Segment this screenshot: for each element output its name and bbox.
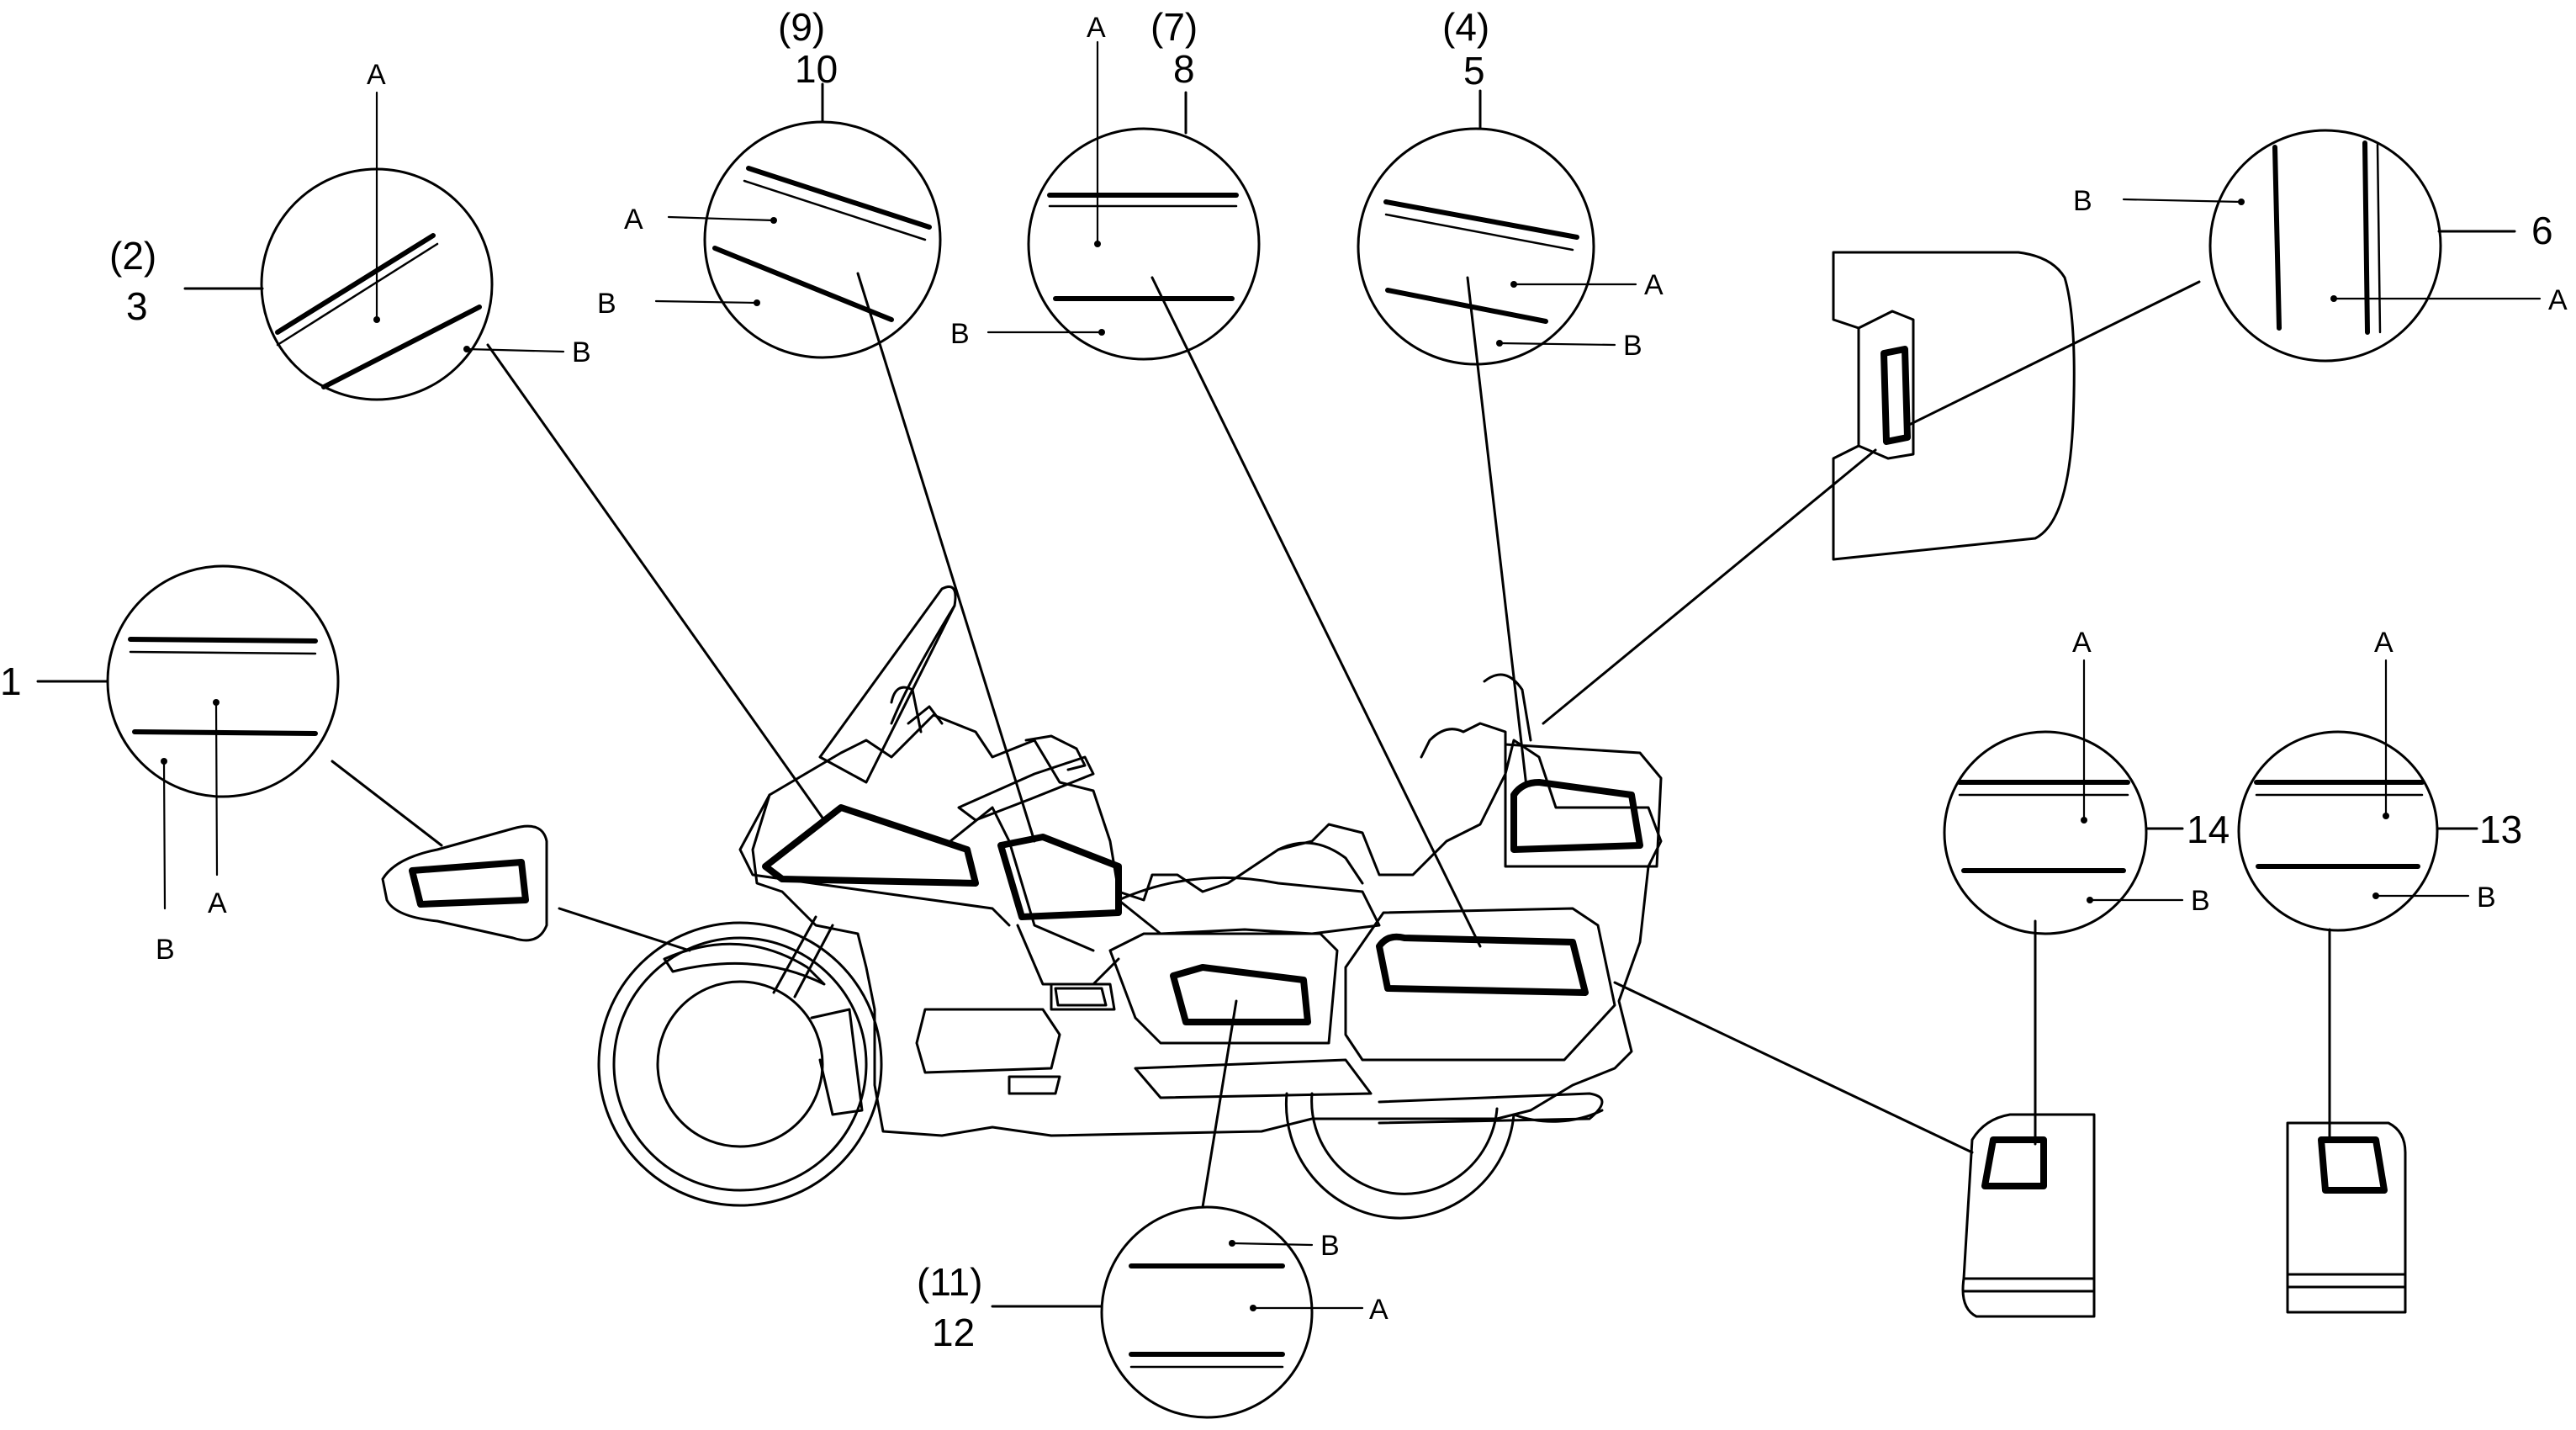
- callout-3-number: 3: [126, 284, 148, 328]
- callout-12-number-paren: (11): [917, 1260, 982, 1304]
- callout-3-label-a: A: [367, 59, 386, 91]
- callout-10-number: 10: [795, 47, 838, 91]
- callout-10-label-a: A: [624, 204, 643, 236]
- callout-14: A B 14: [1943, 627, 2230, 935]
- callout-5: A B (4) 5: [1357, 5, 1664, 366]
- decal-trunk: [1510, 779, 1643, 853]
- callout-13-label-b: B: [2477, 882, 2496, 914]
- callout-8-number-paren: (7): [1150, 5, 1198, 49]
- callout-1-label-a: A: [208, 887, 227, 919]
- callout-10-number-paren: (9): [778, 5, 825, 49]
- callout-12-number: 12: [932, 1311, 975, 1354]
- callout-8-label-b: B: [950, 318, 970, 350]
- decal-fairing-side: [997, 834, 1122, 920]
- callout-14-number: 14: [2187, 808, 2230, 851]
- callout-10-label-b: B: [597, 288, 616, 320]
- callout-14-label-b: B: [2191, 885, 2210, 917]
- callout-6-label-a: A: [2548, 284, 2568, 316]
- callout-5-number: 5: [1463, 49, 1485, 93]
- callout-6-number: 6: [2531, 209, 2553, 252]
- trunk-part: [1832, 251, 2076, 561]
- callout-5-number-paren: (4): [1442, 5, 1489, 49]
- callout-1: 1 A B: [0, 564, 340, 966]
- decal-fairing-front: [762, 804, 979, 887]
- saddlebag-lid-left: [1961, 1113, 2096, 1318]
- front-fender-part: [381, 824, 548, 942]
- callout-3-number-paren: (2): [109, 234, 156, 278]
- decal-lower-fairing: [1170, 964, 1311, 1025]
- callout-12-label-a: A: [1369, 1294, 1389, 1326]
- motorcycle: [597, 585, 1663, 1220]
- callout-3: A B (2) 3: [109, 59, 591, 401]
- decal-saddlebag: [1376, 933, 1589, 996]
- callout-8-label-a: A: [1087, 12, 1106, 44]
- leader-lines: [331, 272, 2331, 1209]
- callout-13-label-a: A: [2374, 627, 2394, 659]
- callout-13-number: 13: [2479, 808, 2522, 851]
- callout-14-label-a: A: [2072, 627, 2092, 659]
- callout-13: A B 13: [2237, 627, 2522, 932]
- callout-5-label-b: B: [1623, 330, 1642, 362]
- callout-5-label-a: A: [1644, 269, 1664, 301]
- callout-3-label-b: B: [572, 336, 591, 368]
- callout-6: B A 6: [2073, 129, 2568, 363]
- callout-6-label-b: B: [2073, 185, 2092, 217]
- callout-12: B A (11) 12: [917, 1205, 1389, 1419]
- callout-10: A B (9) 10: [597, 5, 942, 359]
- callout-1-number: 1: [0, 659, 22, 703]
- callout-12-label-b: B: [1320, 1230, 1340, 1262]
- callout-8: A B (7) 8: [950, 5, 1261, 361]
- callout-8-number: 8: [1173, 47, 1195, 91]
- saddlebag-lid-right: [2286, 1121, 2407, 1314]
- callout-1-label-b: B: [156, 934, 175, 966]
